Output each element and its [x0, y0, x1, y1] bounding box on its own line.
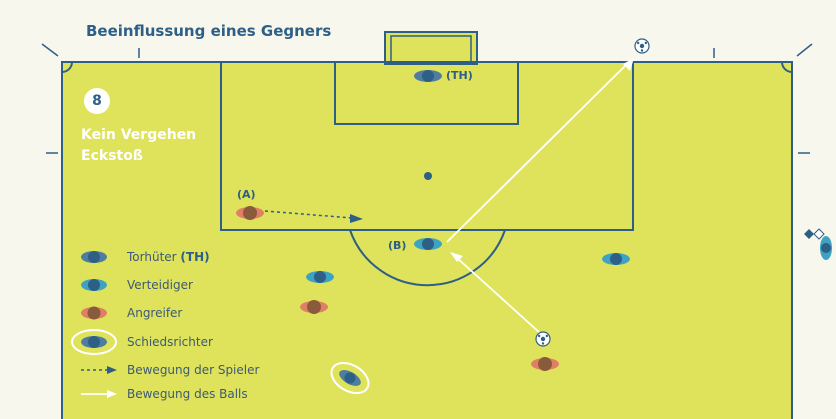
referee-figure: [330, 361, 370, 395]
legend-goalkeeper-icon: [81, 251, 107, 263]
legend-ball-movement: Bewegung des Balls: [127, 387, 248, 401]
legend-player-movement: Bewegung der Spieler: [127, 363, 260, 377]
goal-area: [334, 61, 519, 125]
legend-attacker: Angreifer: [127, 306, 183, 320]
defender-b-label: (B): [388, 239, 407, 252]
legend-defender-icon: [81, 279, 107, 291]
legend-attacker-icon: [81, 306, 107, 320]
ball-icon: [535, 331, 551, 347]
corner-arc-left: [61, 61, 73, 73]
legend-goalkeeper-label: Torhüter: [127, 250, 177, 264]
attacker-kicker-figure: [531, 357, 559, 371]
goalkeeper-label: (TH): [446, 69, 473, 82]
scenario-heading-line1: Kein Vergehen: [81, 127, 197, 143]
scenario-number-badge: 8: [84, 88, 110, 114]
attacker-a-figure: [236, 206, 264, 220]
defender-figure: [602, 253, 630, 265]
corner-arc-right: [781, 61, 793, 73]
attacker-figure: [300, 300, 328, 314]
scenario-heading-line2: Eckstoß: [81, 148, 143, 164]
assistant-referee-figure: [820, 236, 832, 260]
player-movement-arrow: [264, 210, 363, 223]
attacker-a-label: (A): [237, 188, 256, 201]
goalkeeper-figure: [414, 70, 442, 82]
legend-defender: Verteidiger: [127, 278, 193, 292]
ball-icon: [634, 38, 650, 54]
ball-movement-arrows: [446, 58, 634, 334]
legend-goalkeeper: Torhüter (TH): [127, 250, 210, 264]
diagram-title: Beeinflussung eines Gegners: [86, 22, 332, 40]
legend-ball-movement-icon: [81, 390, 117, 398]
penalty-spot: [424, 172, 432, 180]
legend-goalkeeper-tag: (TH): [180, 250, 210, 264]
defender-figure: [306, 271, 334, 283]
legend-referee: Schiedsrichter: [127, 335, 213, 349]
penalty-arc: [349, 229, 506, 287]
defender-b-figure: [414, 238, 442, 250]
legend-referee-icon: [71, 329, 117, 355]
flag-icon: [804, 228, 825, 240]
goal: [384, 31, 478, 65]
legend-player-movement-icon: [81, 366, 117, 374]
